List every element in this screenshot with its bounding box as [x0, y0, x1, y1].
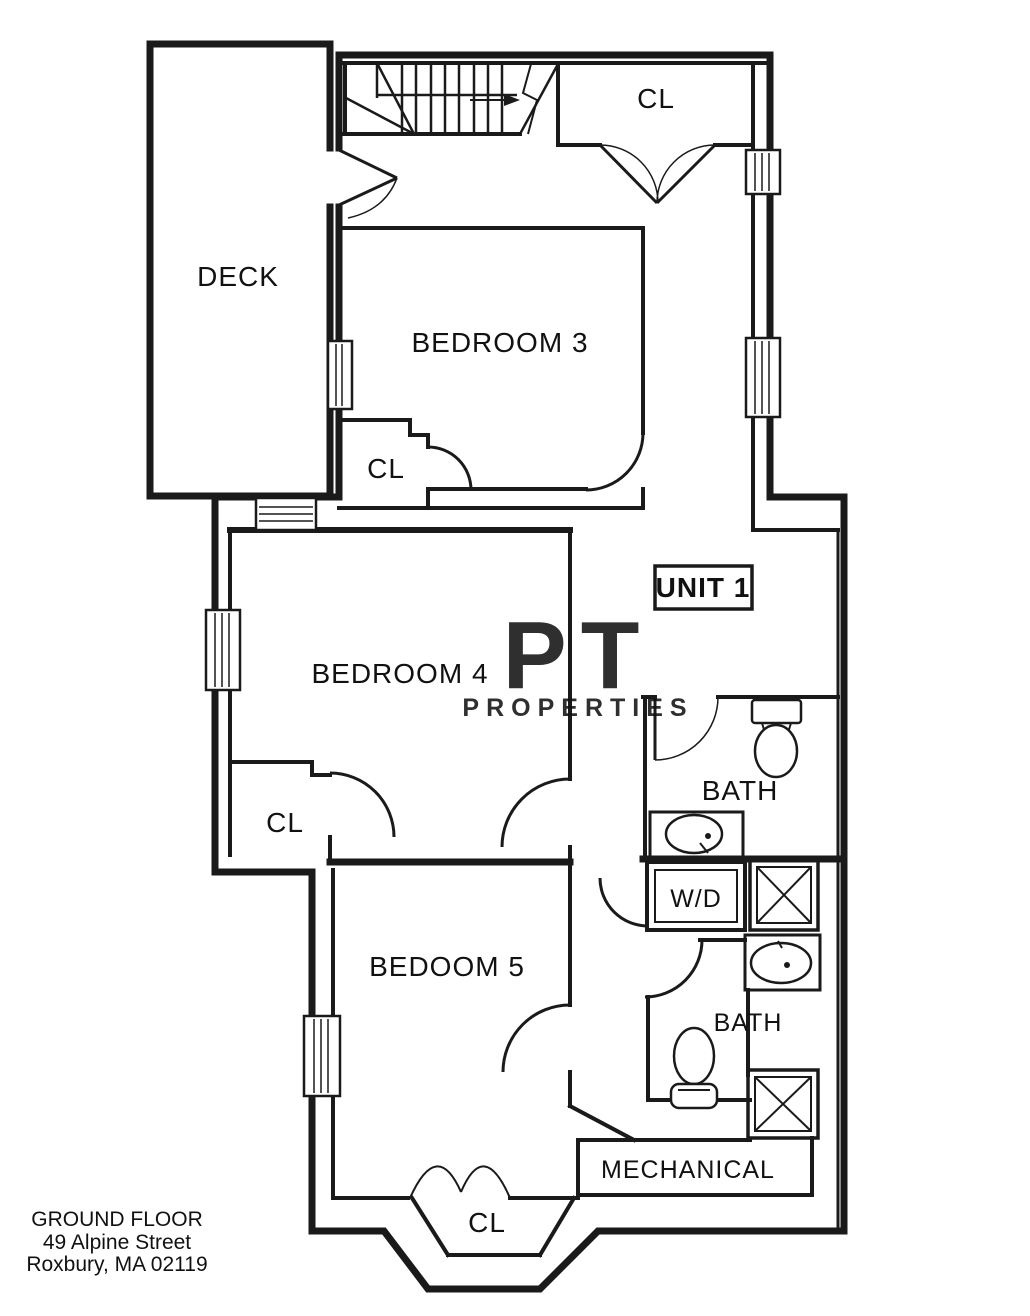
room-label-closet-top: CL — [637, 83, 675, 114]
sink-upper — [648, 810, 745, 859]
wall-bath-lower — [646, 938, 752, 1102]
room-label-bedroom5: BEDOOM 5 — [369, 951, 525, 982]
shower-lower — [746, 1068, 820, 1140]
deck-walls — [146, 40, 334, 500]
room-label-bedroom4: BEDROOM 4 — [311, 658, 488, 689]
footer-address-line2: Roxbury, MA 02119 — [26, 1253, 207, 1276]
room-label-mechanical: MECHANICAL — [601, 1156, 775, 1184]
watermark-line2: PROPERTIES — [462, 694, 693, 722]
stair-treads — [400, 63, 504, 134]
door-deck — [338, 148, 398, 219]
door-bedroom4 — [500, 777, 571, 848]
wall-stairs — [337, 61, 522, 136]
windows — [204, 148, 782, 1098]
wall-right-lower — [766, 413, 848, 1235]
door-bedroom5 — [501, 1003, 571, 1073]
stair-end-diagonal — [518, 63, 560, 135]
room-label-closet-bay: CL — [468, 1207, 506, 1238]
wall-left-upper2 — [211, 405, 343, 501]
window-bedroom3-left — [326, 339, 354, 411]
window-right-2 — [744, 336, 782, 419]
footer-address: GROUND FLOOR 49 Alpine Street Roxbury, M… — [26, 1208, 207, 1276]
toilet-upper — [750, 698, 803, 779]
toilet-lower — [669, 1026, 719, 1110]
room-label-bedroom3: BEDROOM 3 — [411, 327, 588, 358]
sink-middle — [743, 933, 822, 992]
unit-badge-label: UNIT 1 — [656, 572, 751, 603]
wall-mechanical — [576, 1136, 814, 1197]
window-band-top — [254, 496, 318, 532]
door-closet-top-double — [598, 143, 717, 205]
window-bedroom4-left — [204, 608, 242, 692]
room-label-closet-bedroom4: CL — [266, 807, 304, 838]
shower-upper — [748, 858, 820, 932]
watermark-line1: PT — [503, 602, 654, 709]
washer-dryer-box — [645, 860, 747, 932]
wall-closet-top — [556, 61, 755, 147]
door-bedroom3 — [585, 432, 645, 492]
door-closet-bedroom4 — [329, 771, 396, 838]
stair-arrow-head — [504, 94, 520, 106]
wall-diagonal-hall — [567, 1103, 637, 1143]
wall-closet-bedroom3 — [341, 418, 430, 510]
stair-rail — [375, 63, 517, 98]
door-washer-dryer — [598, 877, 649, 928]
wall-bay-closet — [409, 1195, 577, 1258]
door-closet-bedroom3 — [427, 445, 473, 491]
watermark: PT PROPERTIES — [462, 602, 693, 722]
wall-top — [335, 51, 774, 154]
wall-closet-bedroom4 — [228, 760, 332, 864]
wall-bottom-bay — [308, 1092, 848, 1293]
stair-break-line — [521, 63, 539, 135]
wall-bath-upper — [641, 695, 840, 859]
inner-walls — [227, 61, 842, 1258]
footer-address-line1: 49 Alpine Street — [43, 1231, 191, 1254]
doors — [329, 143, 719, 1199]
stairs — [345, 62, 560, 136]
fixtures — [645, 698, 822, 1140]
stair-winders — [345, 62, 416, 136]
room-label-bath-lower: BATH — [714, 1009, 783, 1037]
door-bath-lower — [644, 939, 704, 999]
unit-badge: UNIT 1 — [653, 564, 754, 611]
wall-bedroom3 — [339, 226, 645, 510]
footer-floor-title: GROUND FLOOR — [31, 1208, 203, 1231]
window-bedroom5-left — [302, 1014, 342, 1098]
room-label-closet-bedroom3: CL — [367, 453, 405, 484]
window-right-1 — [744, 148, 782, 196]
room-labels: DECK CL BEDROOM 3 CL BEDROOM 4 CL BEDOOM… — [197, 83, 783, 1238]
room-label-washer-dryer: W/D — [670, 885, 722, 913]
wall-left-lower — [211, 684, 316, 1020]
room-label-bath-upper: BATH — [702, 775, 779, 806]
door-bath-upper — [653, 696, 719, 761]
room-label-deck: DECK — [197, 261, 279, 292]
outer-walls — [146, 40, 848, 1293]
door-bay-closet-double — [409, 1165, 511, 1199]
